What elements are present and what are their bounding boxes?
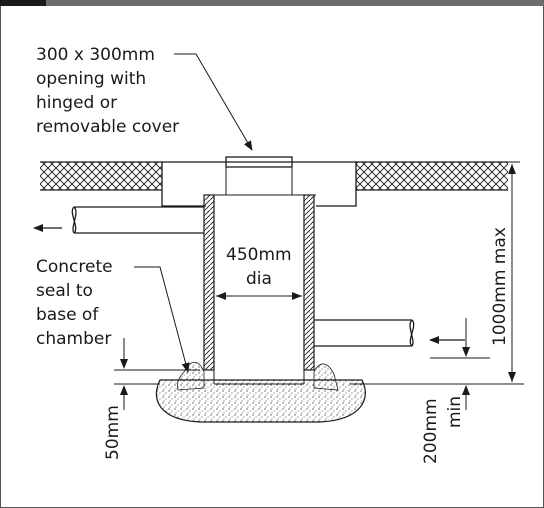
depth-dimension bbox=[350, 161, 524, 385]
title-bar-accent bbox=[0, 0, 46, 6]
base-min-label-line2: min bbox=[445, 396, 465, 428]
seal-leader bbox=[134, 266, 190, 373]
cover-label-line3: hinged or bbox=[36, 93, 117, 113]
chamber-walls bbox=[203, 194, 315, 371]
base-min-label-line1: 200mm bbox=[421, 398, 441, 464]
title-bar bbox=[46, 0, 544, 6]
diameter-label-line1: 450mm bbox=[226, 245, 292, 265]
base-depth-dimension bbox=[430, 318, 490, 410]
cover-label-line4: removable cover bbox=[36, 117, 179, 137]
concrete-base bbox=[155, 361, 366, 423]
seal-label-line3: base of bbox=[36, 305, 99, 325]
inlet-pipe-right bbox=[314, 319, 415, 347]
seal-label-line1: Concrete bbox=[36, 257, 113, 277]
seal-thickness-dimension bbox=[114, 338, 200, 410]
seal-label-line4: chamber bbox=[36, 329, 111, 349]
depth-label: 1000mm max bbox=[490, 227, 510, 346]
chamber-collar bbox=[161, 156, 357, 207]
diameter-label-line2: dia bbox=[246, 269, 272, 289]
seal-label-line2: seal to bbox=[36, 281, 93, 301]
cover-label-line1: 300 x 300mm bbox=[36, 45, 155, 65]
ground-surface bbox=[40, 161, 508, 191]
outlet-pipe-left bbox=[70, 206, 204, 234]
cover-leader bbox=[174, 53, 253, 151]
cover-label-line2: opening with bbox=[36, 69, 146, 89]
seal-thickness-label: 50mm bbox=[103, 405, 123, 460]
